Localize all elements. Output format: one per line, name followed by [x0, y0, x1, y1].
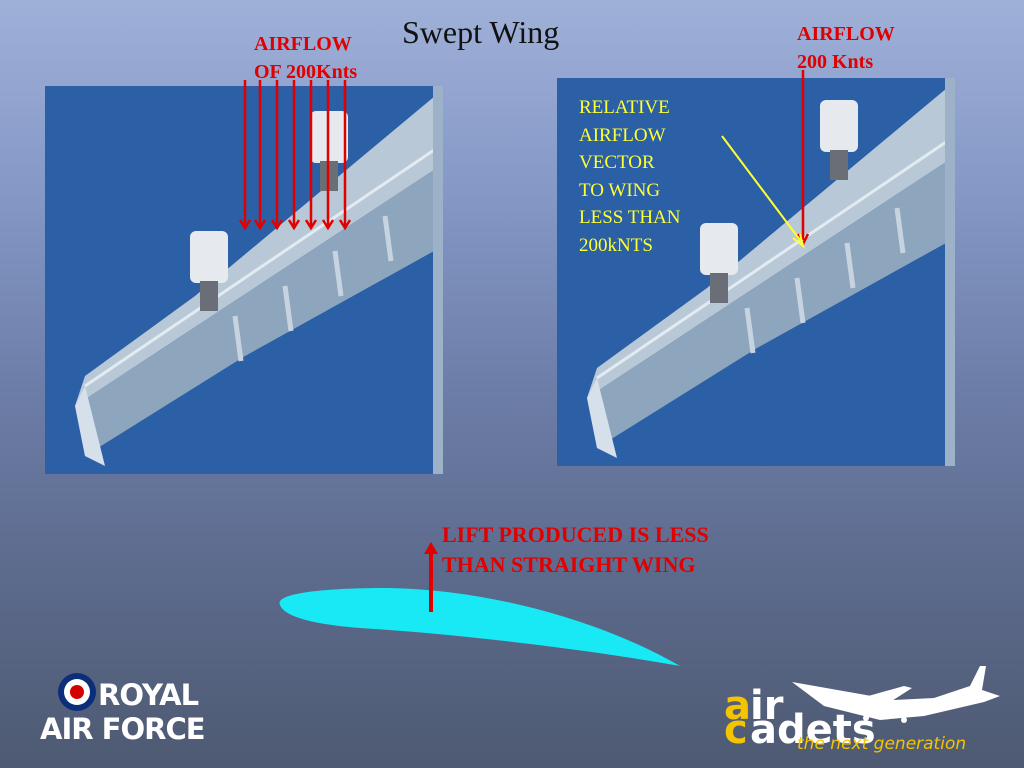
relative-vector-line: AIRFLOW [579, 124, 666, 146]
relative-vector-line: LESS THAN [579, 207, 681, 228]
relative-vector-arrow [721, 135, 804, 245]
cadets-letter-c: c [724, 707, 748, 753]
left-airflow-label-line2: OF 200Knts [254, 61, 358, 83]
slide-title: Swept Wing [402, 14, 560, 50]
airfoil-shape [279, 588, 680, 666]
right-airflow-label-line1: AIRFLOW [797, 23, 895, 45]
raf-word-air-force: AIR FORCE [40, 712, 206, 746]
lift-statement: LIFT PRODUCED IS LESS THAN STRAIGHT WING [442, 520, 709, 580]
left-airflow-label: AIRFLOW OF 200Knts [254, 30, 357, 86]
airflow-arrow-tops-left [243, 80, 347, 90]
airflow-arrow-top-right [801, 70, 805, 80]
raf-logo: ROYAL AIR FORCE [40, 668, 210, 748]
cadets-tagline: the next generation [797, 734, 967, 754]
relative-vector-label: RELATIVE AIRFLOW VECTOR TO WING LESS THA… [579, 94, 681, 259]
relative-vector-line: RELATIVE [579, 97, 670, 118]
cadets-letters-ir: ir [750, 683, 784, 729]
air-cadets-logo: a ir c adets [724, 660, 1014, 760]
relative-vector-line: 200kNTS [579, 234, 653, 256]
roundel-icon [58, 673, 96, 711]
lift-statement-line2: THAN STRAIGHT WING [442, 552, 696, 577]
relative-vector-line: TO WING [579, 179, 661, 201]
right-airflow-label-line2: 200 Knts [797, 51, 874, 73]
left-wing-photo [45, 86, 443, 474]
right-airflow-label: AIRFLOW 200 Knts [797, 20, 895, 76]
raf-word-royal: ROYAL [98, 678, 199, 712]
airfoil-diagram [279, 542, 680, 666]
cadets-letters-adets: adets [750, 707, 876, 753]
right-wing-photo [557, 78, 955, 466]
cadets-letter-a: a [724, 683, 751, 729]
relative-vector-line: VECTOR [579, 152, 655, 173]
aircraft-icon [792, 666, 1000, 723]
lift-statement-line1: LIFT PRODUCED IS LESS [442, 522, 709, 547]
airflow-arrows-left [238, 86, 352, 231]
left-airflow-label-line1: AIRFLOW [254, 33, 352, 55]
